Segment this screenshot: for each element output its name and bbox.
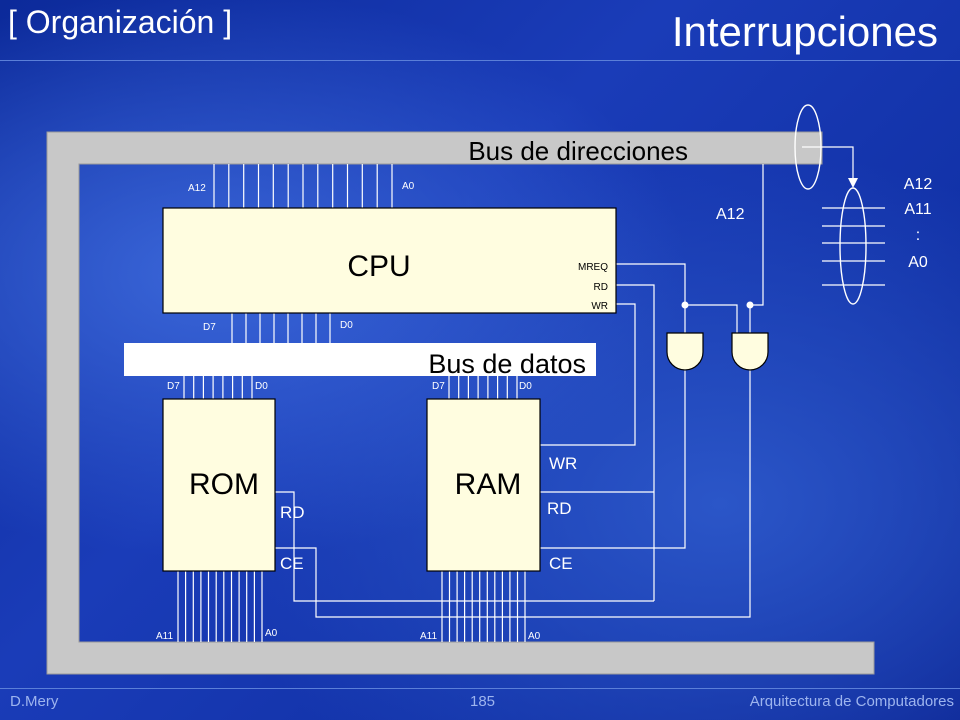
rom-d7-pin: D7	[167, 381, 180, 392]
wr-line	[540, 303, 636, 446]
cpu-a0-pin: A0	[402, 181, 415, 192]
ram-a11-pin: A11	[420, 631, 437, 642]
bus-wires	[177, 164, 526, 642]
cpu-wr-pin: WR	[591, 301, 608, 312]
cpu-label: CPU	[347, 250, 410, 283]
and-gate-ram-ce	[731, 332, 769, 371]
address-bus-label: Bus de direcciones	[468, 136, 688, 166]
cpu-a12-pin: A12	[188, 183, 206, 194]
rom-block	[162, 398, 276, 572]
cpu-block	[162, 207, 617, 314]
ram-a0-pin: A0	[528, 631, 541, 642]
address-bus-tap-ellipse	[794, 104, 822, 190]
rom-ce-line	[275, 368, 751, 618]
and-gate-rom-ce	[666, 332, 704, 371]
a12-line-label: A12	[716, 206, 745, 223]
junction-dot	[681, 301, 689, 309]
breakout-a12-label: A12	[904, 176, 933, 193]
ram-d7-pin: D7	[432, 381, 445, 392]
section-title: [ Organización ]	[8, 4, 233, 40]
footer-course: Arquitectura de Computadores	[749, 693, 954, 710]
ram-d0-pin: D0	[519, 381, 532, 392]
cpu-rd-pin: RD	[594, 282, 608, 293]
rom-ce-input: CE	[280, 554, 304, 573]
cpu-d0-pin: D0	[340, 320, 353, 331]
rom-a0-pin: A0	[265, 628, 278, 639]
rom-rd-line	[275, 491, 654, 602]
ram-ce-line	[540, 368, 686, 549]
control-lines	[275, 146, 854, 618]
breakout-arrow-head	[848, 178, 858, 188]
footer-page-number: 185	[470, 693, 496, 710]
data-bus-label: Bus de datos	[428, 349, 586, 379]
cpu-mreq-pin: MREQ	[578, 262, 608, 273]
rd-line	[616, 284, 655, 601]
breakout-a0-label: A0	[908, 254, 928, 271]
footer-author: D.Mery	[10, 693, 59, 710]
ram-rd-input: RD	[547, 499, 572, 518]
rom-rd-input: RD	[280, 503, 305, 522]
cpu-d7-pin: D7	[203, 322, 216, 333]
mreq-line	[616, 263, 686, 333]
address-bus-frame	[46, 131, 875, 675]
rom-label: ROM	[189, 468, 259, 501]
a12-line	[749, 164, 764, 333]
ram-label: RAM	[455, 468, 522, 501]
slide-title: Interrupciones	[671, 8, 938, 55]
footer-divider	[0, 688, 960, 689]
rom-d0-pin: D0	[255, 381, 268, 392]
address-breakout-ellipse	[839, 187, 867, 305]
ram-ce-input: CE	[549, 554, 573, 573]
header-divider	[0, 60, 960, 61]
data-bus-band	[124, 343, 596, 376]
ram-block	[426, 398, 541, 572]
ram-wr-input: WR	[549, 454, 577, 473]
rom-a11-pin: A11	[156, 631, 173, 642]
address-breakout-lines	[822, 207, 885, 286]
breakout-arrow-line	[802, 146, 854, 183]
junction-dot	[746, 301, 754, 309]
breakout-ellipsis-label: :	[916, 227, 920, 244]
mreq-branch	[685, 304, 738, 333]
breakout-a11-label: A11	[904, 201, 931, 218]
